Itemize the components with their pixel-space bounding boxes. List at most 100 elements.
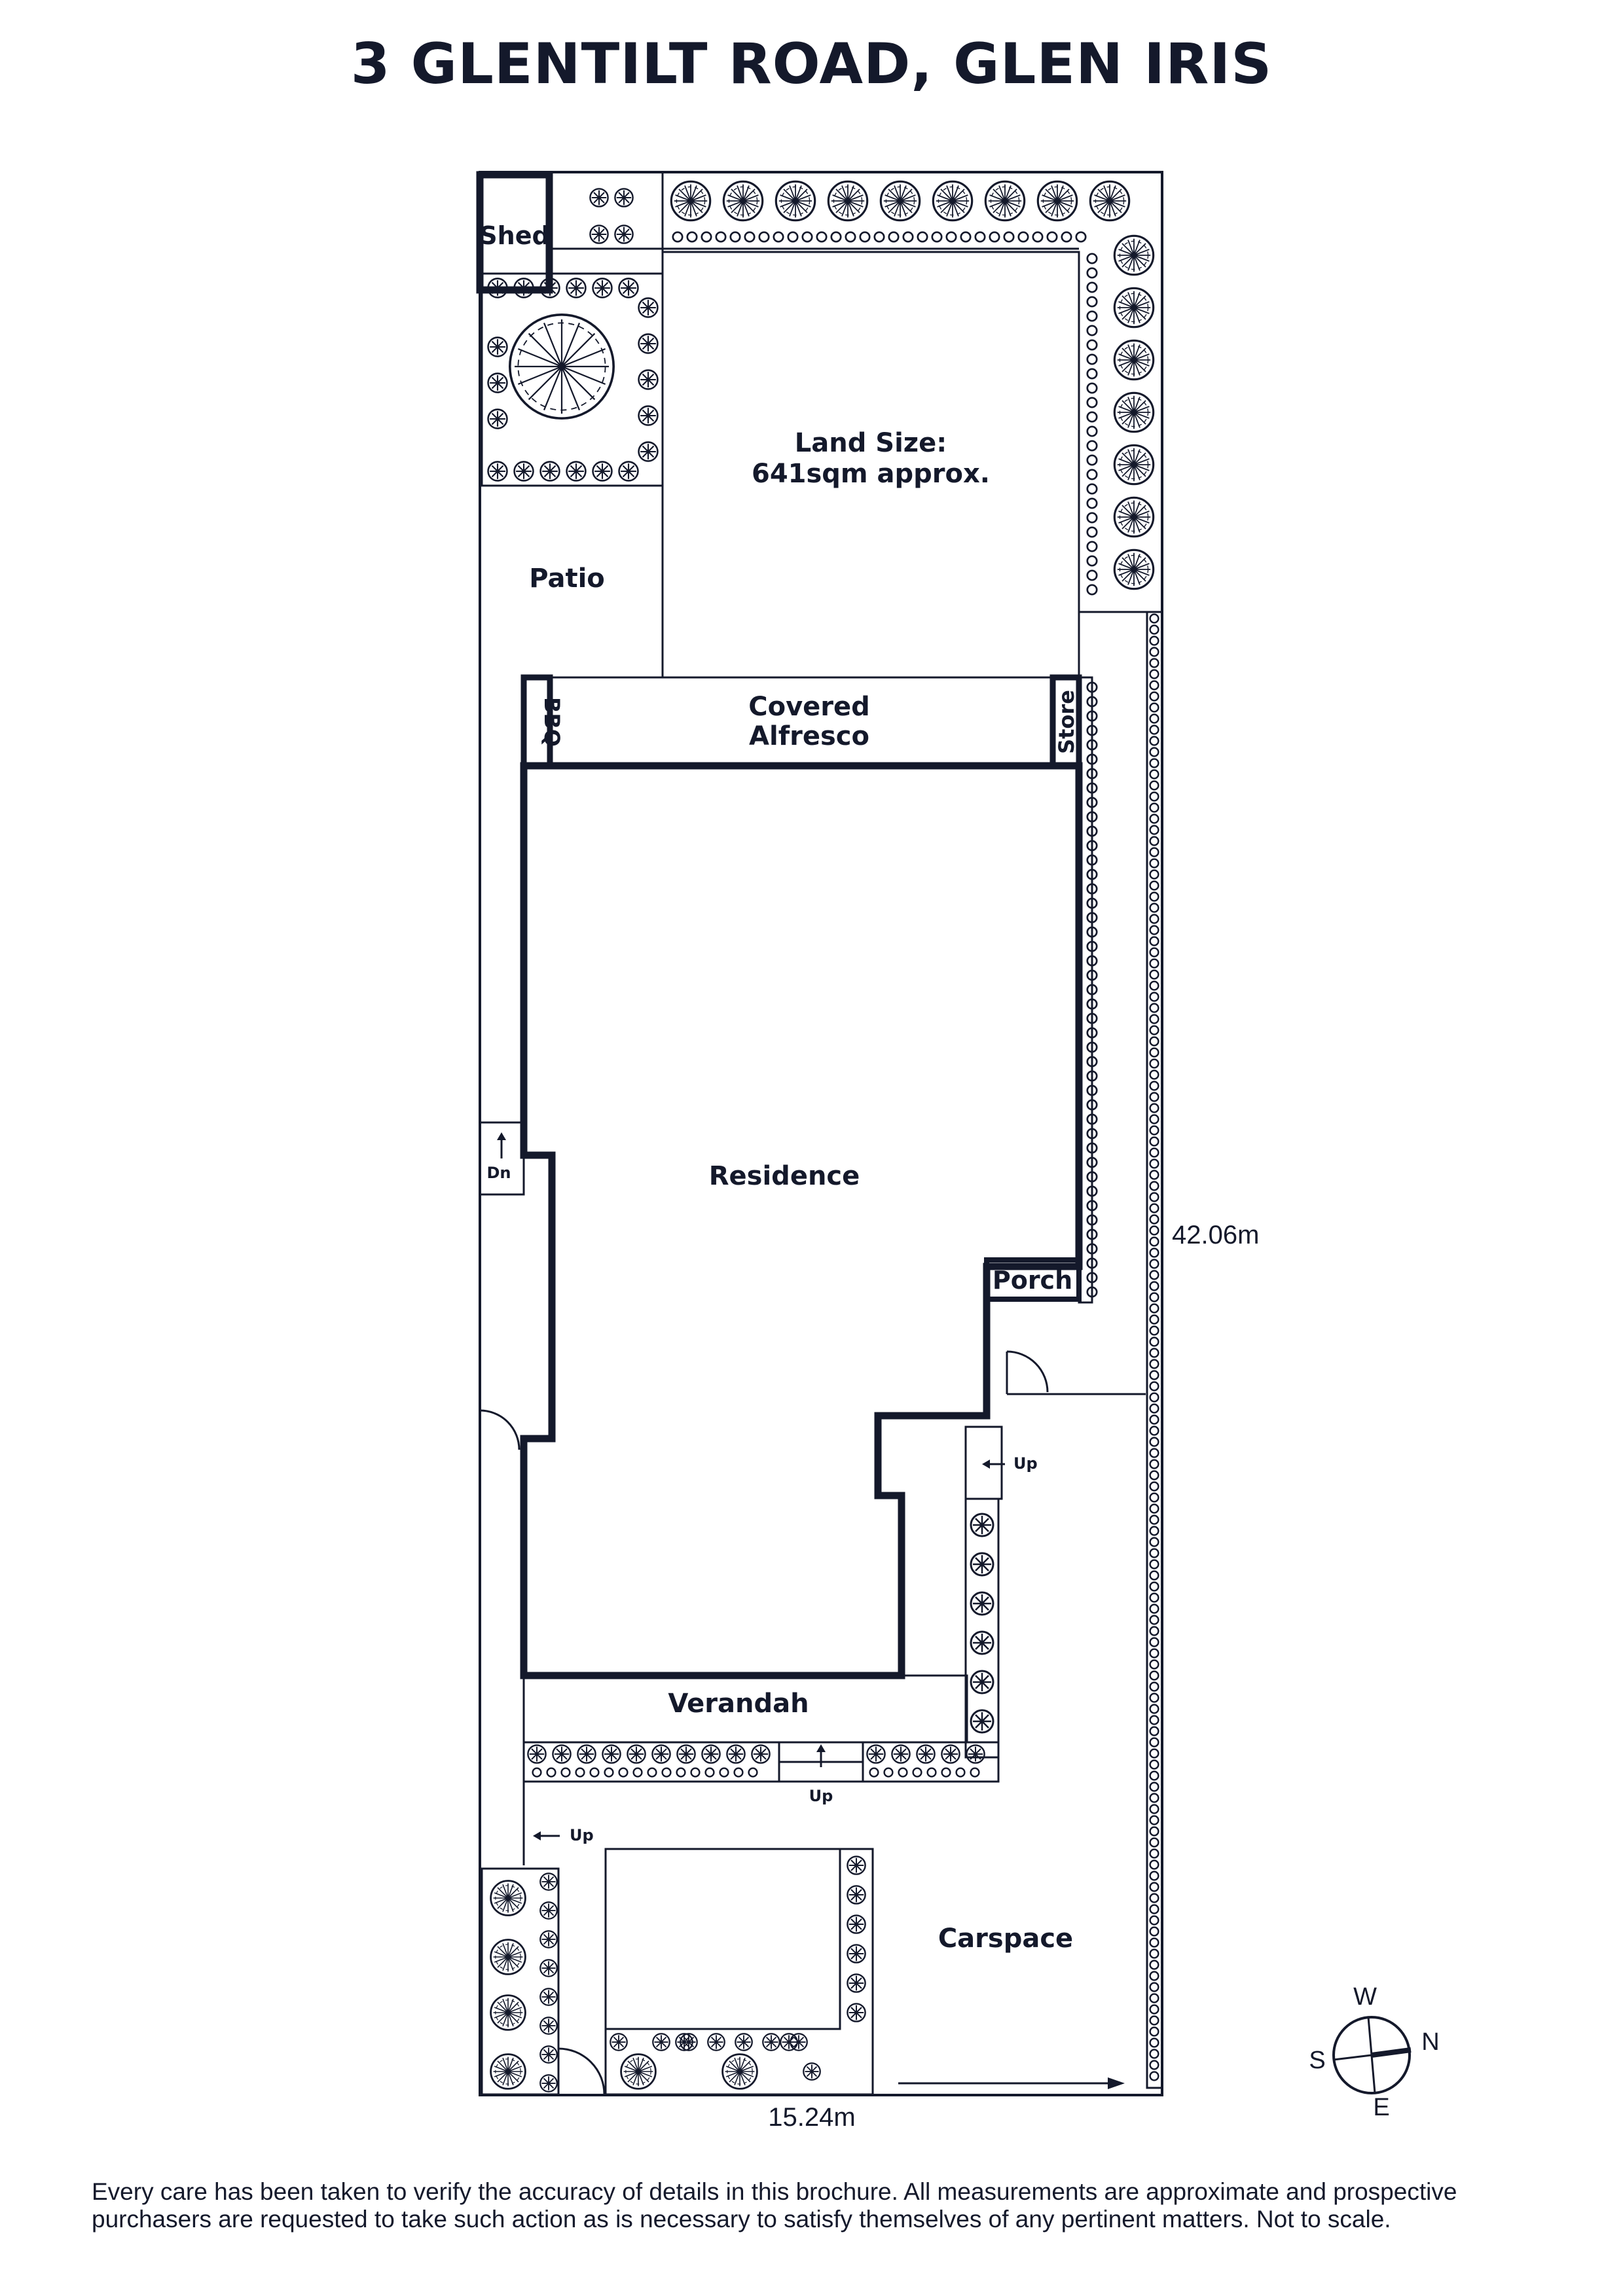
hedge-bead-icon	[1149, 1782, 1159, 1792]
shrub-icon	[539, 1959, 558, 1977]
hedge-bead-icon	[1149, 1192, 1159, 1202]
hedge-bead-icon	[1149, 1092, 1159, 1102]
hedge-bead-icon	[1149, 1459, 1159, 1469]
hedge-bead-icon	[589, 1767, 600, 1778]
residence-outline	[520, 762, 1083, 1679]
hedge-bead-icon	[575, 1767, 585, 1778]
tree-icon	[620, 2053, 657, 2090]
shrub-icon	[614, 224, 634, 244]
hedge-bead-icon	[1149, 1392, 1159, 1403]
shrub-icon	[726, 1744, 746, 1764]
compass	[1332, 2016, 1412, 2094]
hedge-bead-icon	[1149, 1737, 1159, 1748]
hedge-bead-icon	[1149, 992, 1159, 1002]
hedge-bead-icon	[1149, 624, 1159, 635]
hedge-bead-icon	[869, 1767, 879, 1778]
compass-north: N	[1421, 2028, 1439, 2056]
hedge-bead-icon	[1086, 440, 1098, 452]
shrub-icon	[941, 1744, 960, 1764]
hedge-bead-icon	[1149, 802, 1159, 813]
hedge-bead-icon	[1149, 1882, 1159, 1892]
hedge-bead-icon	[1149, 1960, 1159, 1970]
shrub-icon	[614, 188, 634, 207]
hedge-bead-icon	[1149, 1403, 1159, 1414]
steps-front	[778, 1744, 864, 1783]
disclaimer-text: Every care has been taken to verify the …	[92, 2178, 1457, 2233]
hedge-bead-icon	[1149, 1804, 1159, 1814]
hedge-bead-icon	[1149, 1114, 1159, 1124]
hedge-bead-icon	[926, 1767, 937, 1778]
hedge-bead-icon	[1149, 1515, 1159, 1525]
tree-icon	[1113, 234, 1155, 276]
hedge-bead-icon	[1149, 2004, 1159, 2015]
hedge-bead-icon	[989, 231, 1000, 243]
shrub-icon	[487, 461, 508, 482]
hedge-bead-icon	[960, 231, 972, 243]
hedge-bead-icon	[1061, 231, 1072, 243]
hedge-bead-icon	[1149, 1904, 1159, 1914]
tree-icon	[879, 180, 921, 222]
hedge-bead-icon	[1149, 1069, 1159, 1080]
hedge-bead-icon	[1149, 903, 1159, 913]
steps-left-up-label: Up	[570, 1826, 594, 1844]
shrub-icon	[866, 1744, 886, 1764]
hedge-bead-icon	[1149, 1292, 1159, 1302]
driveway-arrow	[898, 2077, 1125, 2089]
hedge-bead-icon	[1149, 958, 1159, 969]
hedge-bead-icon	[1149, 1915, 1159, 1926]
hedge-bead-icon	[955, 1767, 966, 1778]
hedge-bead-icon	[1086, 368, 1098, 380]
hedge-bead-icon	[1149, 1181, 1159, 1191]
hedge-bead-icon	[1149, 1381, 1159, 1391]
hedge-bead-icon	[1149, 969, 1159, 980]
hedge-bead-icon	[1086, 339, 1098, 351]
hedge-bead-icon	[1149, 1993, 1159, 2003]
hedge-bead-icon	[1149, 1359, 1159, 1369]
shrub-icon	[803, 2062, 821, 2081]
hedge-bead-icon	[1086, 454, 1098, 466]
hedge-bead-icon	[1149, 1058, 1159, 1069]
hedge-bead-icon	[1149, 1704, 1159, 1714]
hedge-bead-icon	[1086, 526, 1098, 538]
hedge-bead-icon	[1149, 847, 1159, 857]
hedge-bead-icon	[1149, 1926, 1159, 1937]
compass-south: S	[1309, 2047, 1325, 2074]
hedge-bead-icon	[1149, 1214, 1159, 1225]
shrub-icon	[638, 333, 659, 354]
hedge-bead-icon	[690, 1767, 701, 1778]
hedge-bead-icon	[1149, 1681, 1159, 1692]
hedge-bead-icon	[1086, 569, 1098, 581]
hedge-bead-icon	[1149, 691, 1159, 702]
hedge-bead-icon	[1003, 231, 1015, 243]
hedge-bead-icon	[1149, 2026, 1159, 2037]
shrub-icon	[539, 461, 560, 482]
hedge-bead-icon	[1149, 1693, 1159, 1703]
shrub-icon	[539, 2017, 558, 2035]
hedge-bead-icon	[1149, 2049, 1159, 2059]
hedge-bead-icon	[902, 231, 914, 243]
hedge-bead-icon	[1149, 680, 1159, 691]
hedge-bead-icon	[1149, 1147, 1159, 1158]
hedge-bead-icon	[1086, 325, 1098, 336]
tree-icon	[775, 180, 816, 222]
shrub-icon	[652, 2033, 670, 2051]
residence-label: Residence	[709, 1161, 860, 1191]
dimension-depth: 42.06m	[1172, 1221, 1259, 1249]
hedge-bead-icon	[1086, 310, 1098, 322]
hedge-bead-icon	[1075, 231, 1087, 243]
hedge-bead-icon	[898, 1767, 908, 1778]
hedge-bead-icon	[1149, 1314, 1159, 1325]
hedge-bead-icon	[1149, 869, 1159, 880]
tree-icon	[1113, 287, 1155, 329]
tree-icon	[490, 1994, 526, 2031]
shrub-icon	[602, 1744, 621, 1764]
shrub-icon	[970, 1670, 994, 1695]
tree-icon	[490, 2053, 526, 2090]
planter-front	[604, 1848, 874, 2096]
steps-front-label: Up	[809, 1787, 833, 1805]
shrub-icon	[735, 2033, 753, 2051]
hedge-bead-icon	[1149, 1025, 1159, 1035]
hedge-bead-icon	[1149, 2015, 1159, 2026]
hedge-bead-icon	[1149, 613, 1159, 624]
tree-icon	[827, 180, 869, 222]
